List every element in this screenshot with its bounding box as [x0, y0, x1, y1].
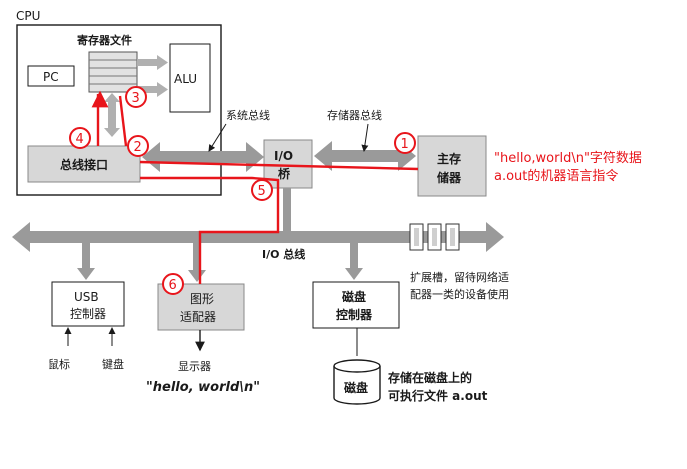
io-bridge-line1: I/O [274, 149, 293, 163]
bridge-io-connector [283, 188, 291, 236]
svg-text:1: 1 [401, 137, 409, 152]
svg-text:5: 5 [258, 184, 266, 199]
disk-label: 磁盘 [343, 380, 368, 395]
register-file-label: 寄存器文件 [77, 33, 132, 47]
pc-label: PC [43, 70, 59, 84]
display-output: "hello, world\n" [146, 380, 260, 395]
main-memory-line2: 储器 [437, 170, 462, 185]
io-bus [12, 222, 504, 252]
usb-line1: USB [74, 290, 99, 304]
step-1: 1 [394, 132, 416, 154]
io-bus-label: I/O 总线 [262, 247, 305, 261]
bus-interface-label: 总线接口 [60, 157, 108, 172]
step-3: 3 [125, 86, 147, 108]
cpu-label: CPU [16, 9, 40, 23]
usb-line2: 控制器 [70, 307, 106, 321]
disk-icon [333, 359, 381, 405]
system-bus-label: 系统总线 [226, 108, 270, 122]
usb-controller-box [51, 281, 125, 327]
step-2: 2 [127, 135, 149, 157]
step-4: 4 [69, 127, 91, 149]
io-bus-drops [77, 243, 363, 282]
disk-caption2: 可执行文件 a.out [388, 388, 488, 403]
svg-text:3: 3 [132, 91, 140, 106]
main-memory-box [417, 135, 487, 197]
expansion-slots [409, 223, 460, 251]
step-5: 5 [251, 179, 273, 201]
pc-box [27, 65, 75, 87]
memory-bus-pointer [361, 123, 369, 152]
alu-label: ALU [174, 72, 197, 86]
regfile-alu-arrows [137, 55, 168, 97]
mouse-label: 鼠标 [48, 357, 70, 371]
graphics-line2: 适配器 [180, 310, 216, 324]
svg-text:6: 6 [169, 278, 177, 293]
disk-caption1: 存储在磁盘上的 [387, 370, 472, 385]
alu-box [169, 43, 211, 113]
graphics-line1: 图形 [190, 292, 214, 306]
expansion-line2: 配器一类的设备使用 [410, 287, 509, 301]
annotation-line1: "hello,world\n"字符数据 [494, 150, 642, 166]
disk-controller-box [312, 281, 400, 329]
step-6: 6 [162, 273, 184, 295]
annotation-line2: a.out的机器语言指令 [494, 168, 618, 184]
disk-ctrl-line1: 磁盘 [341, 289, 366, 304]
main-memory-line1: 主存 [437, 151, 461, 166]
memory-bus-label: 存储器总线 [327, 108, 382, 122]
system-bus-pointer [208, 123, 227, 152]
disk-ctrl-line2: 控制器 [336, 307, 373, 322]
display-label: 显示器 [178, 360, 211, 373]
svg-text:2: 2 [134, 140, 142, 155]
expansion-line1: 扩展槽，留待网络适 [410, 270, 509, 284]
register-file [88, 51, 138, 93]
io-bridge-line2: 桥 [278, 166, 291, 181]
keyboard-label: 键盘 [102, 357, 124, 371]
svg-text:4: 4 [76, 132, 84, 147]
